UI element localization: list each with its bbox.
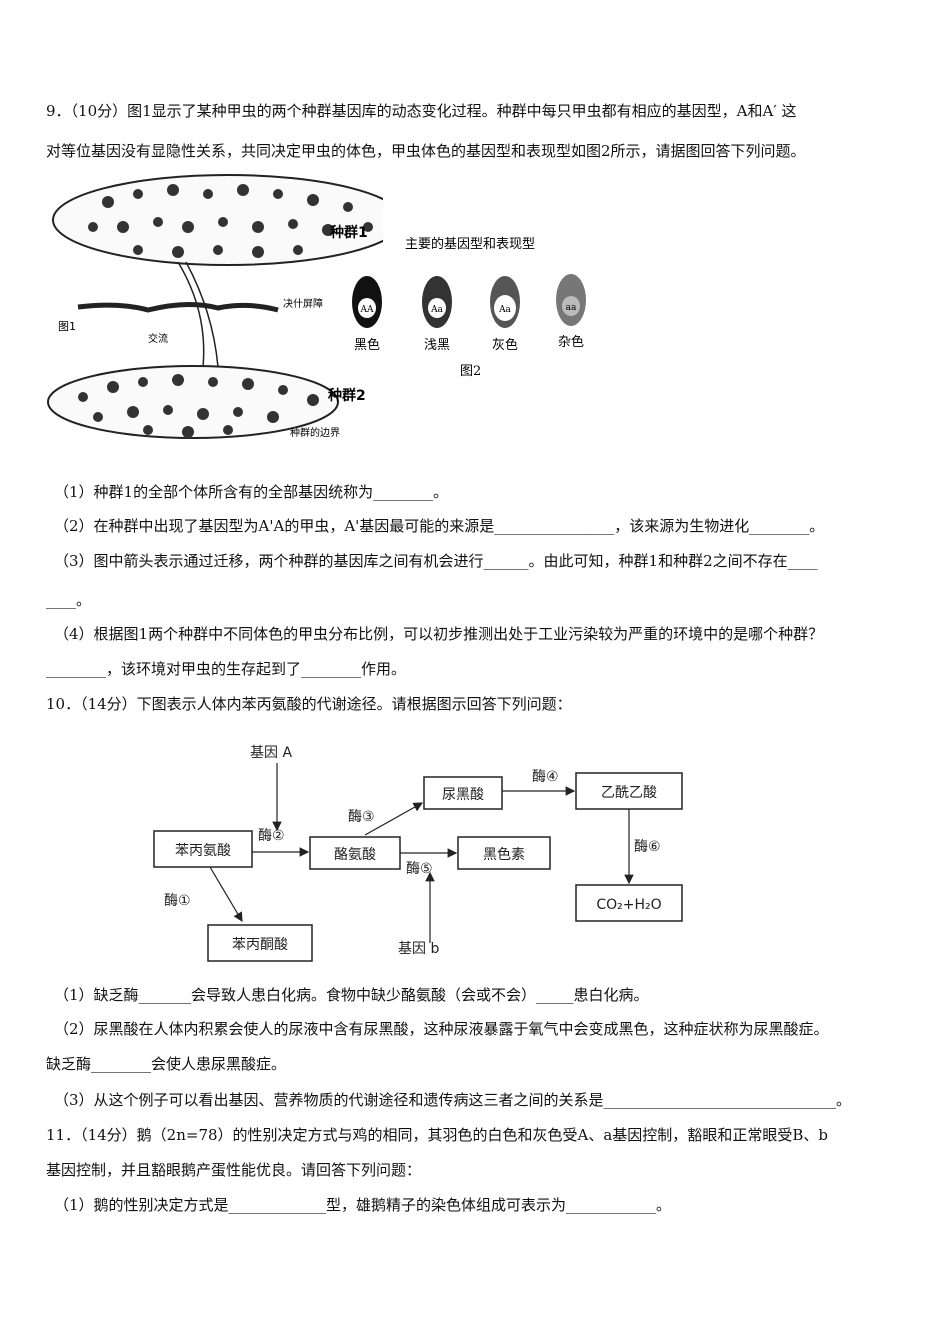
genotype-label: Aa bbox=[430, 305, 443, 315]
exchange-label: 交流 bbox=[148, 332, 168, 345]
beetle-dots-pop2 bbox=[78, 374, 319, 438]
beetle-black: AA 黑色 bbox=[352, 276, 382, 353]
acetoacetic-acid-box bbox=[575, 772, 683, 810]
figure-1-label: 图1 bbox=[58, 320, 76, 333]
beetle-gray: Aa 灰色 bbox=[490, 276, 520, 353]
q10-sub3: （3）从这个例子可以看出基因、营养物质的代谢途径和遗传病这三者之间的关系是___… bbox=[54, 1091, 852, 1109]
exchange-arrow-up bbox=[185, 261, 219, 368]
phenotype-label: 灰色 bbox=[492, 337, 518, 353]
co2-h2o-label: CO₂+H₂O bbox=[596, 897, 661, 913]
enzyme-4-label: 酶④ bbox=[532, 769, 559, 785]
population-figure: 交流 决什屏障 图1 种群1 种群2 种群的边界 bbox=[47, 174, 383, 439]
co2-h2o-box bbox=[575, 884, 683, 922]
genotype-label: AA bbox=[360, 305, 374, 315]
q9-stem-line2: 对等位基因没有显隐性关系，共同决定甲虫的体色，甲虫体色的基因型和表现型如图2所示… bbox=[46, 142, 806, 160]
q9-sub3-line1: （3）图中箭头表示通过迁移，两个种群的基因库之间有机会进行______。由此可知… bbox=[54, 552, 818, 570]
tyrosine-label: 酪氨酸 bbox=[334, 847, 376, 863]
melanin-box bbox=[457, 836, 551, 870]
phenotype-label: 黑色 bbox=[354, 337, 380, 353]
genotype-label: aa bbox=[566, 303, 577, 313]
metabolic-pathway-diagram: 基因 A 苯丙氨酸 酪氨酸 尿黑酸 黑色素 乙酰乙酸 CO₂+H₂O 苯丙酮酸 … bbox=[153, 744, 683, 962]
genotype-label: Aa bbox=[498, 305, 511, 315]
homogentisic-acid-box bbox=[423, 776, 503, 810]
genotype-figure: 主要的基因型和表现型 AA 黑色 Aa 浅黑 Aa 灰色 aa 杂色 图2 bbox=[352, 236, 586, 379]
q10-sub1: （1）缺乏酶_______会导致人患白化病。食物中缺少酪氨酸（会或不会）____… bbox=[54, 986, 649, 1004]
phenylalanine-label: 苯丙氨酸 bbox=[175, 842, 231, 859]
q11-stem-line1: 11．（14分）鹅（2n=78）的性别决定方式与鸡的相同，其羽色的白色和灰色受A… bbox=[46, 1126, 828, 1144]
q9-sub3-line2: ____。 bbox=[46, 591, 92, 609]
enzyme-2-label: 酶② bbox=[258, 828, 285, 844]
figure-2-title: 主要的基因型和表现型 bbox=[405, 236, 535, 252]
beetle-dots-pop1 bbox=[88, 184, 373, 258]
q9-stem-line1: 9．（10分）图1显示了某种甲虫的两个种群基因库的动态变化过程。种群中每只甲虫都… bbox=[46, 102, 797, 120]
q10-sub2-line1: （2）尿黑酸在人体内积累会使人的尿液中含有尿黑酸，这种尿液暴露于氧气中会变成黑色… bbox=[54, 1020, 829, 1038]
enzyme-3-label: 酶③ bbox=[348, 809, 375, 825]
exchange-arrow-down bbox=[177, 261, 205, 368]
population-2-label: 种群2 bbox=[327, 387, 366, 404]
phenotype-label: 杂色 bbox=[558, 334, 584, 350]
acetoacetic-acid-label: 乙酰乙酸 bbox=[601, 785, 657, 801]
enzyme-5-label: 酶⑤ bbox=[406, 861, 433, 877]
boundary-label: 种群的边界 bbox=[290, 426, 340, 439]
phenylalanine-box bbox=[153, 830, 253, 868]
phenotype-label: 浅黑 bbox=[424, 338, 450, 353]
homogentisic-acid-label: 尿黑酸 bbox=[442, 787, 484, 803]
melanin-label: 黑色素 bbox=[483, 846, 525, 863]
beetle-mixed: aa 杂色 bbox=[556, 274, 586, 350]
q11-sub1: （1）鹅的性别决定方式是_____________型，雄鹅精子的染色体组成可表示… bbox=[54, 1196, 672, 1214]
barrier-label: 决什屏障 bbox=[283, 297, 323, 310]
phe-to-ppa-arrow bbox=[209, 866, 243, 923]
population-1-label: 种群1 bbox=[329, 224, 368, 241]
q9-sub4-line2: ________，该环境对甲虫的生存起到了________作用。 bbox=[46, 660, 407, 678]
phenylpyruvic-acid-label: 苯丙酮酸 bbox=[232, 936, 288, 953]
q11-stem-line2: 基因控制，并且豁眼鹅产蛋性能优良。请回答下列问题： bbox=[46, 1161, 422, 1179]
tyr-to-hga-arrow bbox=[364, 802, 424, 836]
q10-stem: 10．（14分）下图表示人体内苯丙氨酸的代谢途径。请根据图示回答下列问题： bbox=[46, 695, 572, 713]
gene-b-label: 基因 b bbox=[398, 940, 439, 957]
enzyme-1-label: 酶① bbox=[164, 893, 191, 909]
phenylpyruvic-acid-box bbox=[207, 924, 313, 962]
figure-2-caption: 图2 bbox=[460, 364, 481, 379]
population-2-ellipse bbox=[47, 365, 339, 439]
q9-sub4-line1: （4）根据图1两个种群中不同体色的甲虫分布比例，可以初步推测出处于工业污染较为严… bbox=[54, 625, 824, 643]
q9-sub2: （2）在种群中出现了基因型为A'A的甲虫，A'基因最可能的来源是________… bbox=[54, 517, 825, 535]
q10-sub2-line2: 缺乏酶________会使人患尿黑酸症。 bbox=[46, 1055, 287, 1073]
geographic-barrier bbox=[77, 301, 279, 313]
enzyme-6-label: 酶⑥ bbox=[634, 839, 661, 855]
gene-a-label: 基因 A bbox=[250, 744, 292, 761]
q9-sub1: （1）种群1的全部个体所含有的全部基因统称为________。 bbox=[54, 483, 449, 501]
beetle-light-black: Aa 浅黑 bbox=[422, 276, 452, 353]
